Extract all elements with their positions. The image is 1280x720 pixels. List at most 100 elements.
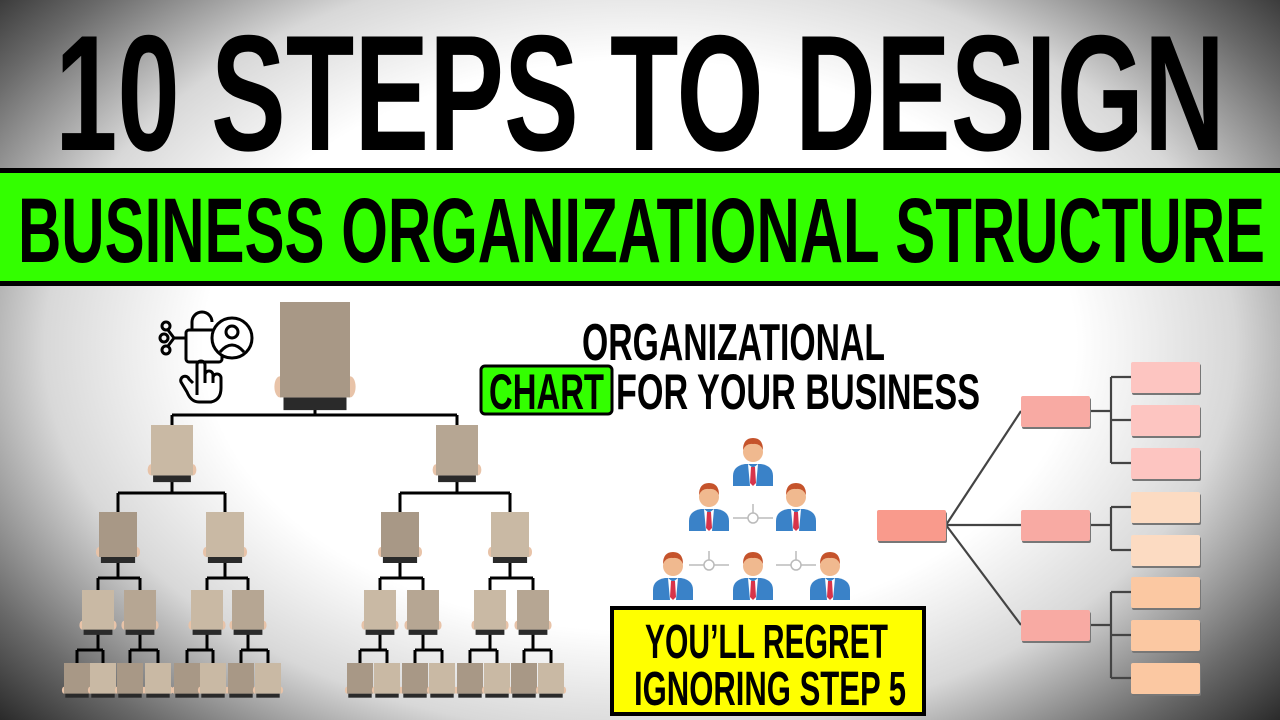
org-chart-diagram-icon xyxy=(877,362,1201,696)
board xyxy=(364,590,396,630)
person-body xyxy=(83,629,113,635)
person-body xyxy=(146,693,170,698)
person-holding-board-icon xyxy=(426,663,458,698)
title-line1: 10 STEPS TO DESIGN xyxy=(55,1,1225,185)
connector xyxy=(945,524,1022,626)
person-holding-board-icon xyxy=(202,512,248,563)
person-body xyxy=(518,629,548,635)
person-body xyxy=(458,693,482,698)
businessman-icon xyxy=(776,483,816,531)
person-body xyxy=(408,629,438,635)
org-box xyxy=(1131,535,1200,566)
person-holding-board-icon xyxy=(225,663,257,698)
callout-line1: YOU’LL REGRET xyxy=(645,616,888,669)
org-box xyxy=(1021,610,1090,641)
person-holding-board-icon xyxy=(399,663,431,698)
hair xyxy=(820,552,840,564)
unlock-user-touch-icon xyxy=(158,310,254,404)
person-holding-board-icon xyxy=(471,590,509,635)
caption-line2: FOR YOUR BUSINESS xyxy=(616,364,980,420)
hair xyxy=(743,438,763,450)
businessman-icon xyxy=(689,483,729,531)
board xyxy=(145,663,171,694)
tie xyxy=(750,467,756,486)
businessman-icon xyxy=(653,552,693,600)
org-box xyxy=(1131,405,1200,436)
board xyxy=(191,590,223,630)
person-body xyxy=(283,397,347,411)
node-circle xyxy=(703,559,715,571)
person-body xyxy=(539,693,563,698)
person-holding-board-icon xyxy=(142,663,174,698)
board xyxy=(82,590,114,630)
org-box xyxy=(1131,620,1200,651)
title-line2: BUSINESS ORGANIZATIONAL STRUCTURE xyxy=(18,180,1265,282)
board xyxy=(511,663,537,694)
org-box xyxy=(1131,492,1200,523)
person-body xyxy=(207,557,243,563)
board xyxy=(280,302,350,398)
person-body xyxy=(91,693,115,698)
person-holding-board-icon xyxy=(274,302,356,411)
board xyxy=(99,512,137,557)
person-body xyxy=(100,557,136,563)
tie xyxy=(670,581,676,600)
board xyxy=(491,512,529,557)
caption-highlight: CHART xyxy=(489,364,604,420)
person-body xyxy=(175,693,199,698)
org-box xyxy=(1131,362,1200,393)
businessman-network xyxy=(653,438,850,600)
head xyxy=(743,442,763,462)
head xyxy=(820,556,840,576)
person-body xyxy=(201,693,225,698)
person-holding-board-icon xyxy=(404,590,442,635)
org-box xyxy=(1021,510,1090,541)
green-banner: BUSINESS ORGANIZATIONAL STRUCTURE xyxy=(0,168,1280,286)
person-holding-board-icon xyxy=(361,590,399,635)
person-body xyxy=(118,693,142,698)
person-body xyxy=(348,693,372,698)
board xyxy=(429,663,455,694)
person-body xyxy=(125,629,155,635)
person-holding-board-icon xyxy=(508,663,540,698)
hair xyxy=(663,552,683,564)
person-holding-board-icon xyxy=(252,663,284,698)
board xyxy=(200,663,226,694)
person-holding-board-icon xyxy=(188,590,226,635)
person-holding-board-icon xyxy=(197,663,229,698)
person-body xyxy=(375,693,399,698)
tie xyxy=(750,581,756,600)
board xyxy=(117,663,143,694)
person-body xyxy=(65,693,89,698)
head xyxy=(699,487,719,507)
person-holding-board-icon xyxy=(87,663,119,698)
person-holding-board-icon xyxy=(371,663,403,698)
board xyxy=(402,663,428,694)
person-body xyxy=(512,693,536,698)
person-holding-board-icon xyxy=(454,663,486,698)
person-holding-board-icon xyxy=(95,512,141,563)
board xyxy=(228,663,254,694)
person-holding-board-icon xyxy=(481,663,513,698)
org-box xyxy=(1021,396,1090,427)
businessman-icon xyxy=(733,552,773,600)
person-holding-board-icon xyxy=(121,590,159,635)
board xyxy=(124,590,156,630)
chart-highlight-box xyxy=(479,364,614,416)
board xyxy=(374,663,400,694)
person-body xyxy=(438,475,476,483)
hair xyxy=(743,552,763,564)
person-body xyxy=(430,693,454,698)
person-holding-board-icon xyxy=(514,590,552,635)
person-holding-board-icon xyxy=(487,512,533,563)
board xyxy=(151,425,193,476)
person-body xyxy=(475,629,505,635)
connector xyxy=(945,410,1022,526)
person-board-org-chart xyxy=(61,302,567,698)
org-box xyxy=(1131,448,1200,479)
tie xyxy=(706,512,712,531)
board xyxy=(436,425,478,476)
board xyxy=(255,663,281,694)
person-holding-board-icon xyxy=(114,663,146,698)
hair xyxy=(786,483,806,495)
